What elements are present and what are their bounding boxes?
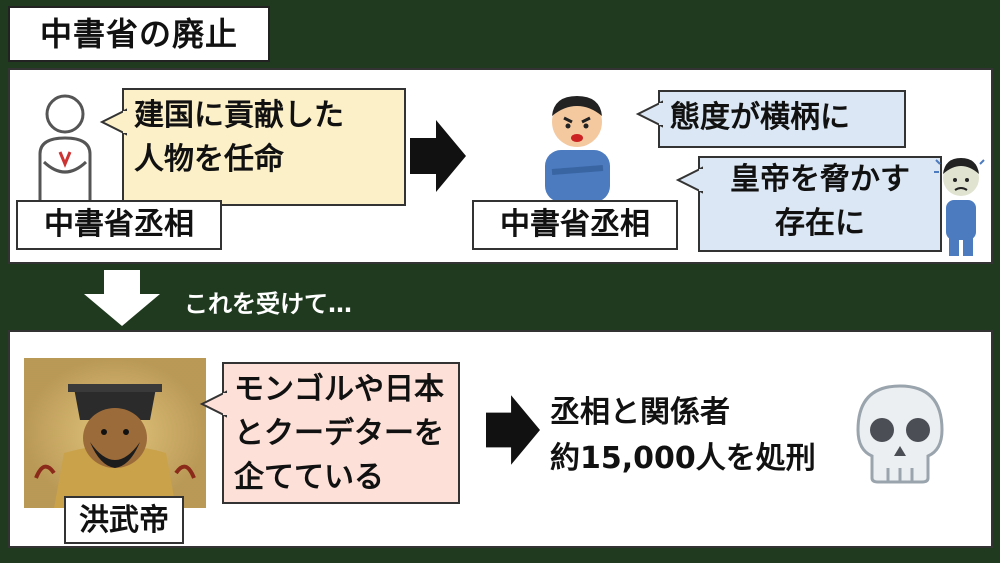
result-line-1: 丞相と関係者 [550,395,730,430]
threat-line-2: 存在に [775,206,865,241]
arrogance-bubble: 態度が横柄に [635,90,906,148]
arrow-down-icon [84,270,160,326]
appointment-line-1: 建国に貢献した [134,98,344,133]
arrow-right-icon [486,395,540,465]
angry-man-icon [545,96,610,202]
threat-bubble: 皇帝を脅かす 存在に [675,156,942,252]
coup-line-3: 企てている [234,460,384,495]
arrogance-text: 態度が横柄に [670,100,850,135]
coup-accusation-bubble: モンゴルや日本 とクーデターを 企てている [199,362,460,504]
chancellor-label-right: 中書省丞相 [472,200,678,250]
chancellor-label-left: 中書省丞相 [16,200,222,250]
execution-result: 丞相と関係者 約15,000人を処刑 [550,390,816,482]
coup-line-1: モンゴルや日本 [234,372,444,407]
transition-text: これを受けて… [184,290,352,318]
appointment-line-2: 人物を任命 [134,142,284,177]
person-outline-icon [38,94,92,204]
result-line-2: 約15,000人を処刑 [550,441,816,476]
appointment-bubble: 建国に貢献した 人物を任命 [99,88,406,206]
coup-line-2: とクーデターを [234,416,444,451]
page-title: 中書省の廃止 [8,6,270,62]
threat-line-1: 皇帝を脅かす [730,162,910,197]
emperor-label: 洪武帝 [64,496,184,544]
arrow-right-icon [410,120,466,192]
emperor-portrait-icon [24,358,206,508]
scared-man-icon [934,158,985,256]
top-panel: 建国に貢献した 人物を任命 中書省丞相 中書省丞相 態度が横柄に 皇帝を脅かす … [8,68,993,264]
skull-icon [856,384,944,484]
bottom-panel: モンゴルや日本 とクーデターを 企てている 洪武帝 丞相と関係者 約15,000… [8,330,993,548]
